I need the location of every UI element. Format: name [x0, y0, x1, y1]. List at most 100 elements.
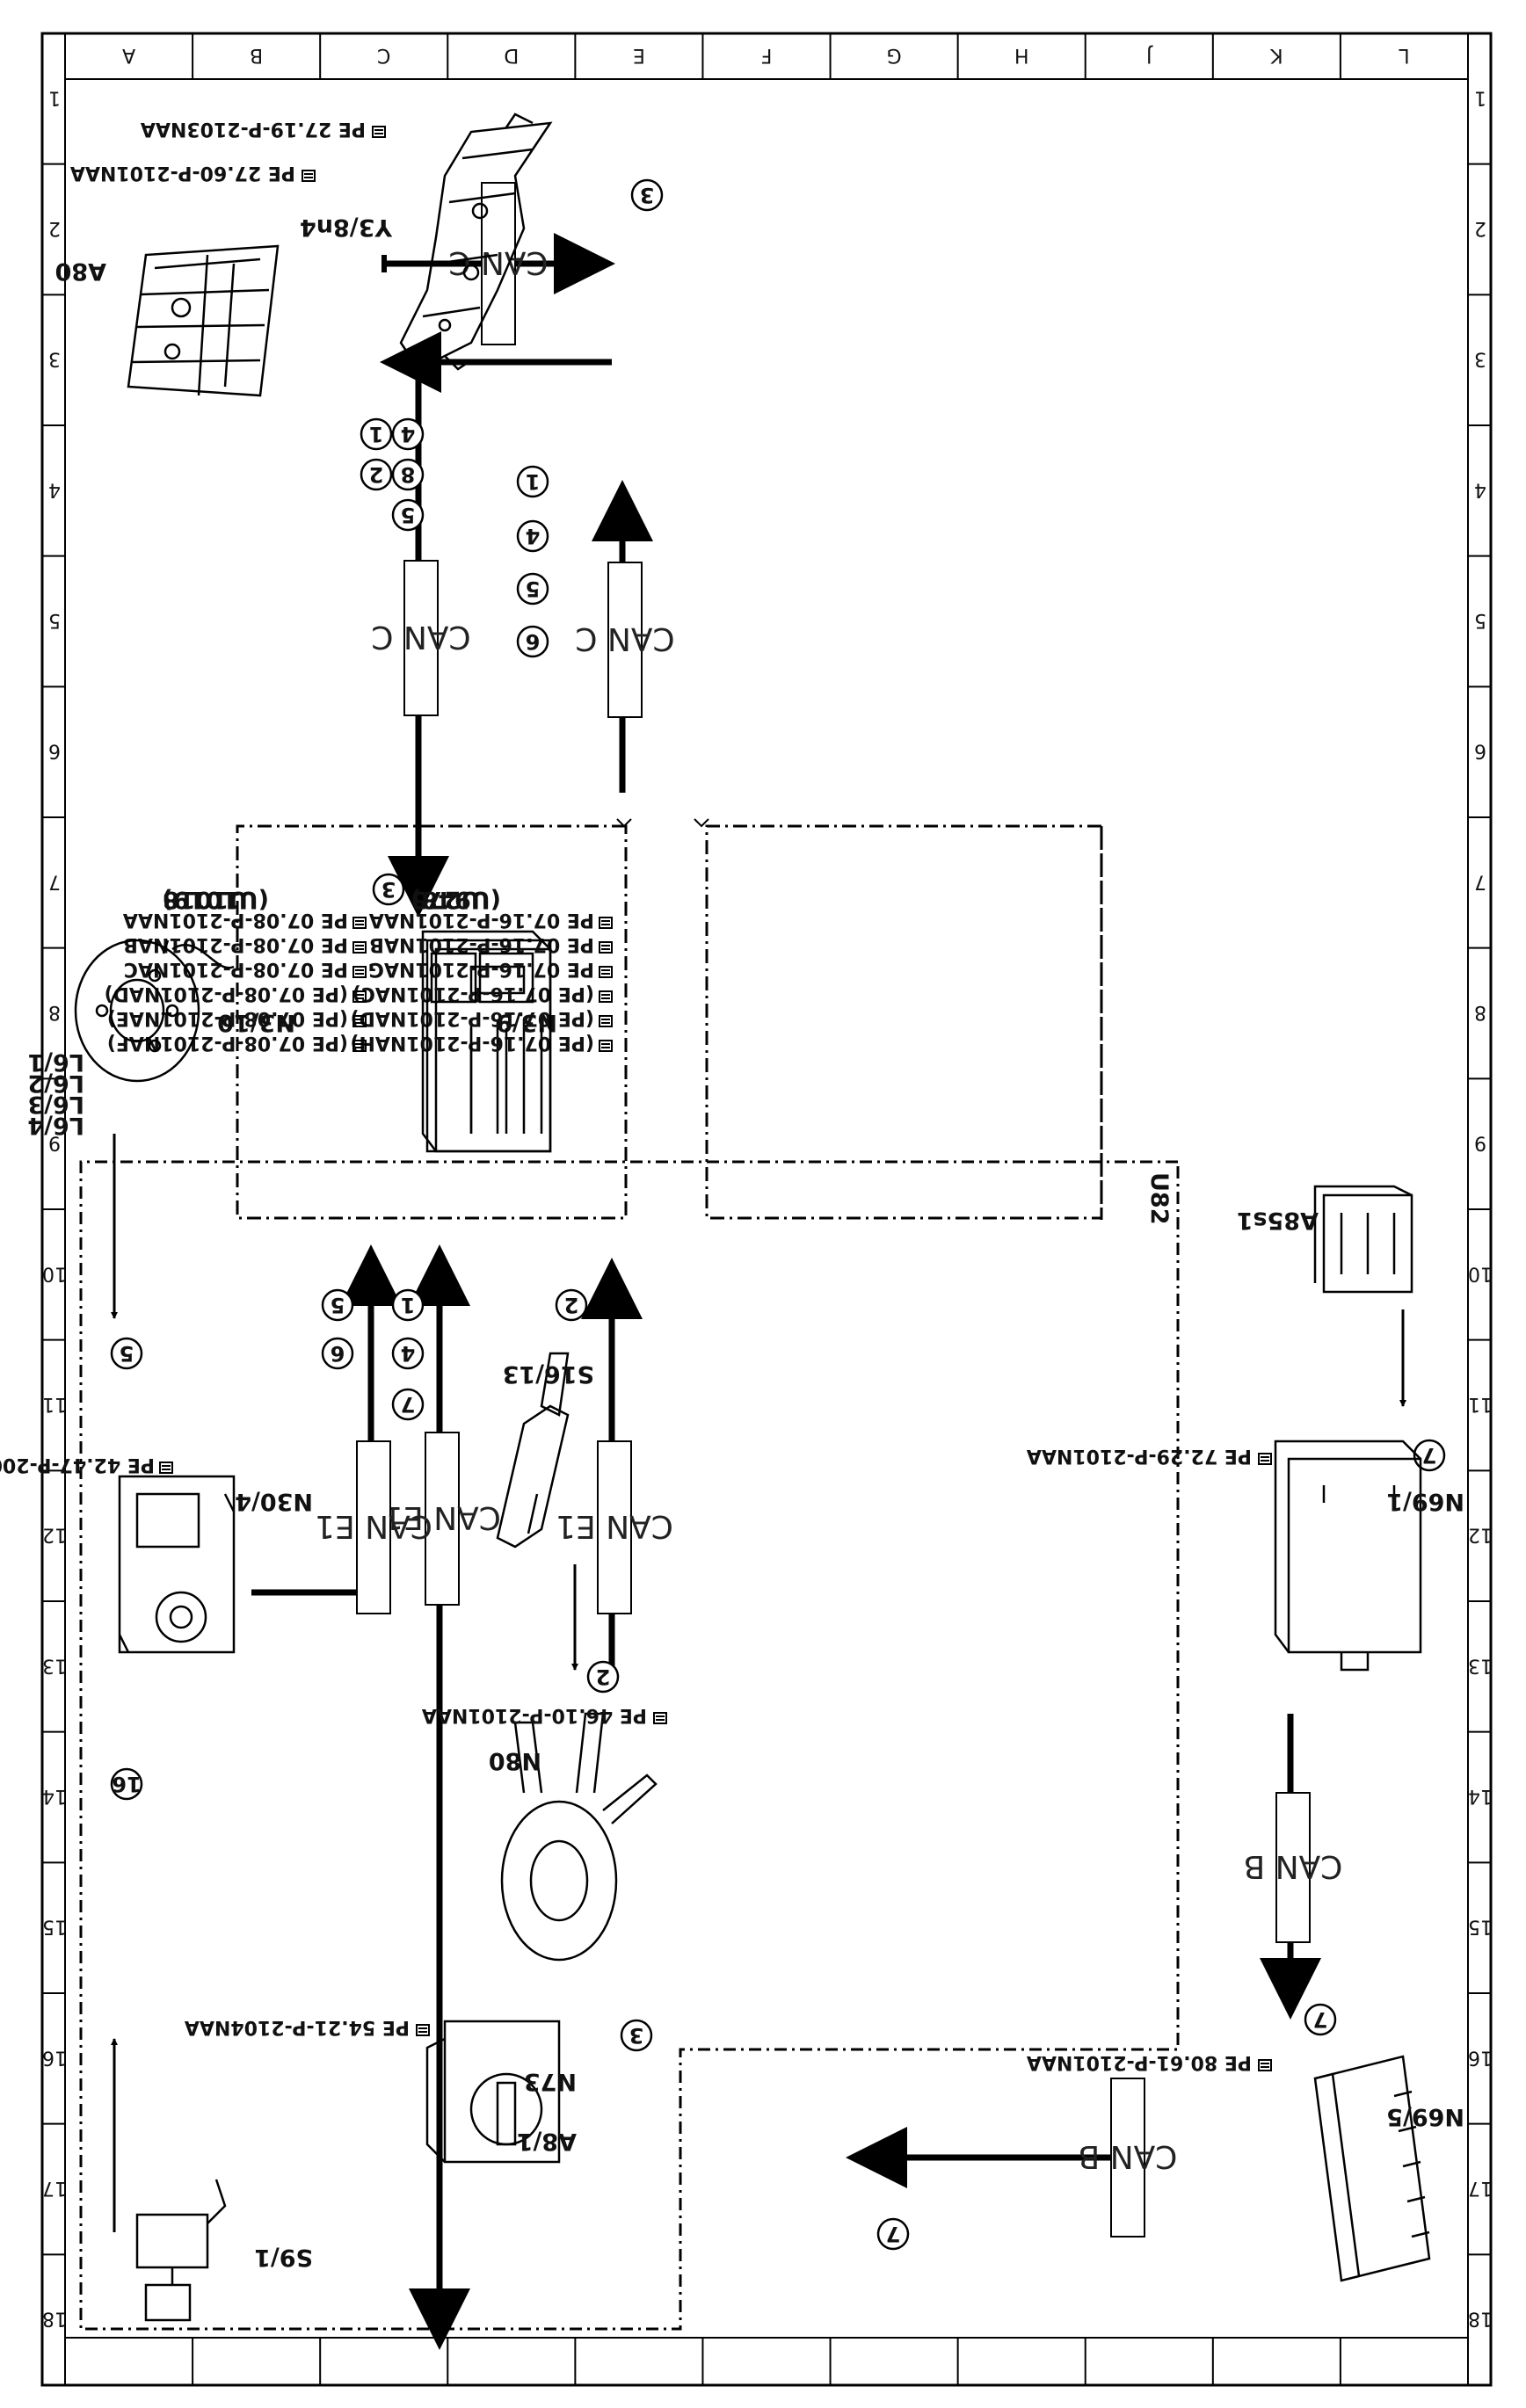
l6-labels: L6/1L6/2L6/3L6/4: [27, 1048, 84, 1139]
grid-row-label: 10: [1468, 1262, 1493, 1284]
grid-row-label: 8: [48, 1001, 61, 1023]
grid-col-label: G: [887, 44, 902, 66]
can-e1-tag-1-text: CAN E1: [556, 1508, 673, 1544]
signal-number: 4: [401, 422, 416, 446]
s16-13-label: S16/13: [503, 1360, 594, 1388]
ref-line: (PE 07.08-P-2101NAD): [105, 983, 348, 1005]
signal-circle: [360, 417, 393, 451]
book-icon: [352, 1040, 367, 1052]
can-b-tag-2-text: CAN B: [1079, 2138, 1178, 2174]
signal-circle: [630, 178, 664, 212]
grid-row-label: 18: [1468, 2308, 1493, 2330]
n80-label: N80: [489, 1747, 541, 1774]
signal-number: 5: [120, 1341, 134, 1366]
a80-label: A80: [55, 257, 106, 285]
grid-row-label: 6: [48, 740, 61, 762]
signal-circle: [110, 1767, 143, 1801]
n80-ref: PE 46.10-P-2101NAA: [422, 1704, 647, 1726]
grid-row-label: 17: [1468, 2177, 1493, 2199]
grid-row-label: 5: [1474, 609, 1486, 631]
book-icon: [1258, 1453, 1272, 1465]
can-c-tag-2-text: CAN C: [371, 619, 470, 655]
n69-5-label: N69/5: [1386, 2103, 1464, 2130]
n30-4-label: N30/4: [235, 1488, 313, 1515]
grid-row-label: 4: [1474, 478, 1486, 500]
signal-number: 6: [526, 629, 541, 654]
grid-row-label: 12: [42, 1524, 67, 1546]
a80-drawing: [127, 244, 280, 397]
n80-drawing: [500, 1712, 658, 1962]
signal-number: 1: [369, 422, 384, 446]
book-icon: [653, 1712, 667, 1724]
grid-col-label: C: [377, 44, 390, 66]
book-icon: [416, 2024, 430, 2036]
y3-8n4-label: Y3/8n4: [300, 214, 393, 241]
signal-circle: [516, 465, 549, 498]
grid-row-label: 17: [42, 2177, 67, 2199]
grid-row-label: 16: [1468, 2046, 1493, 2068]
signal-number: 5: [331, 1293, 345, 1317]
l6-label: L6/2: [27, 1070, 84, 1097]
signal-number: 7: [401, 1392, 416, 1417]
s9-1-label: S9/1: [254, 2244, 313, 2271]
grid-col-label: B: [250, 44, 263, 66]
a8-1-label: A8/1: [517, 2128, 577, 2155]
grid-row-label: 11: [1468, 1393, 1493, 1415]
l6-sensor-drawing: [74, 939, 235, 1083]
signal-number: 2: [564, 1293, 579, 1317]
signal-circle: [321, 1288, 354, 1322]
can-b-tag-1: [1275, 1792, 1311, 1943]
n30-4-drawing: [118, 1475, 236, 1654]
n30-4-ref: PE 42.47-P-2000NAA: [0, 1454, 155, 1476]
signal-circle: [555, 1288, 588, 1322]
grid-row-label: 14: [1468, 1785, 1493, 1807]
ref-line: (PE 07.16-P-2101NAD): [351, 1007, 594, 1029]
signal-number: 7: [1313, 2007, 1328, 2032]
grid-row-label: 3: [48, 348, 61, 370]
grid-row-label: 7: [48, 870, 61, 892]
grid-row-label: 6: [1474, 740, 1486, 762]
signal-circle: [110, 1337, 143, 1370]
grid-row-label: 16: [42, 2046, 67, 2068]
y3-8n4-ref: PE 27.19-P-2103NAA: [141, 118, 366, 140]
signal-circle: [391, 417, 425, 451]
book-icon: [159, 1461, 173, 1474]
book-icon: [599, 990, 613, 1003]
signal-number: 3: [629, 2023, 644, 2048]
ref-line: PE 07.16-P-2101NAA: [369, 909, 594, 931]
signal-number: 1: [526, 469, 541, 494]
ref-line: PE 07.08-P-2101NAB: [123, 933, 348, 955]
grid-row-label: 9: [1474, 1132, 1486, 1154]
n3-10-label: N3/10: [217, 1009, 295, 1036]
signal-number: 2: [369, 462, 384, 487]
signal-circle: [586, 1660, 620, 1694]
n3-10-drawing: [425, 939, 552, 1153]
n73-drawing: [425, 2020, 561, 2164]
grid-row-label: 2: [48, 217, 61, 239]
grid-row-label: 1: [1474, 86, 1486, 108]
grid-row-label: 9: [48, 1132, 61, 1154]
signal-number: 5: [401, 503, 416, 527]
signal-circle: [516, 519, 549, 553]
u82-label: U82: [1145, 1172, 1173, 1225]
grid-row-label: 13: [1468, 1654, 1493, 1676]
grid-row-label: 15: [1468, 1916, 1493, 1938]
ref-line: (PE 07.08-P-2101NAE): [107, 1007, 348, 1029]
grid-row-label: 3: [1474, 348, 1486, 370]
signal-number: 4: [401, 1341, 416, 1366]
grid-col-label: K: [1270, 44, 1283, 66]
grid-row-label: 10: [42, 1262, 67, 1284]
can-c-tag-2: [403, 560, 439, 716]
signal-circle: [321, 1337, 354, 1370]
signal-circle: [876, 2217, 910, 2251]
signal-circle: [372, 873, 405, 906]
can-c-tag-3-text: CAN C: [575, 620, 674, 656]
grid-col-label: E: [633, 44, 645, 66]
grid-col-label: D: [504, 44, 519, 66]
n69-1-drawing: [1274, 1440, 1422, 1672]
signal-circle: [391, 458, 425, 491]
y3-8n4-ref-group: PE 27.19-P-2103NAA: [141, 118, 366, 140]
grid-row-label: 14: [42, 1785, 67, 1807]
signal-number: 5: [526, 577, 541, 601]
